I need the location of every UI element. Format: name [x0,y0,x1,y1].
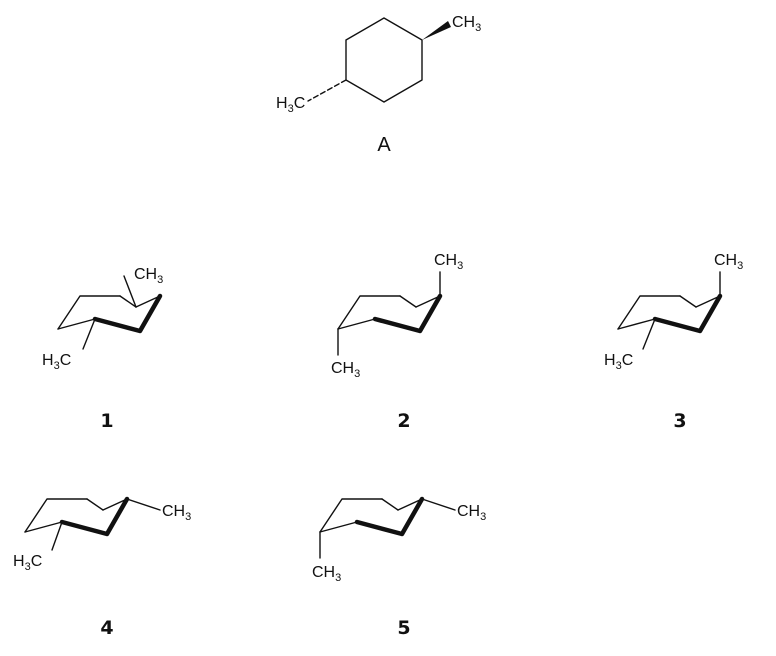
chair-5-methyl-bottom: CH3 [312,564,341,584]
structure-a: CH3 H3C A [276,14,481,156]
chair-1-number: 1 [100,410,113,432]
chair-2-ring [337,293,443,334]
chair-3-bond-bottom-methyl [642,318,656,350]
chair-2-methyl-top: CH3 [434,252,463,272]
structure-a-dash-bond [307,79,347,102]
structure-a-wedge-bond [422,21,451,40]
chair-4-ring [24,496,130,537]
structure-a-methyl-left: H3C [276,95,305,115]
chair-5-number: 5 [397,617,410,639]
chair-1-ring [57,293,163,334]
chair-1: CH3 H3C 1 [42,266,163,432]
chair-3-number: 3 [673,410,686,432]
chair-5-bond-right-methyl [421,498,456,511]
chair-1-methyl-top: CH3 [134,266,163,286]
chair-4-bond-right-methyl [126,498,161,511]
chair-3-methyl-top: CH3 [714,252,743,272]
chair-4: CH3 H3C 4 [13,496,191,639]
chair-5-methyl-right: CH3 [457,503,486,523]
chair-3-methyl-bottom: H3C [604,352,633,372]
structure-a-methyl-right: CH3 [452,14,481,34]
chair-4-number: 4 [100,617,113,639]
chair-2-number: 2 [397,410,410,432]
chair-1-methyl-bottom: H3C [42,352,71,372]
chair-4-methyl-right: CH3 [162,503,191,523]
chair-3: CH3 H3C 3 [604,252,743,432]
chair-2-methyl-bottom: CH3 [331,360,360,380]
chair-5: CH3 CH3 5 [312,496,486,639]
chair-1-bond-bottom-methyl [82,318,96,350]
structure-a-ring [345,17,423,103]
chair-4-methyl-bottom: H3C [13,553,42,573]
chair-4-bond-bottom-methyl [51,521,63,551]
chair-3-ring [617,293,723,334]
chair-2: CH3 CH3 2 [331,252,463,432]
structure-a-label: A [377,134,391,156]
chair-1-bond-top-methyl [123,275,137,308]
chair-5-ring [319,496,425,537]
